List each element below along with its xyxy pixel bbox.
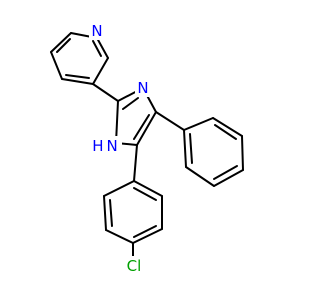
bond [92, 57, 109, 85]
bond [155, 111, 185, 131]
bond [133, 180, 163, 197]
bond [133, 225, 157, 238]
bond [103, 180, 135, 197]
chlorophenyl-ring [103, 180, 163, 244]
bond [213, 169, 244, 187]
bond [65, 74, 90, 79]
bond [50, 51, 63, 80]
bond [183, 129, 187, 168]
atom-label: H N [92, 137, 118, 155]
bond [212, 117, 243, 137]
atom-n-pyridine: N [89, 21, 105, 40]
bond [133, 114, 150, 140]
atom-label: N [91, 22, 102, 40]
bond [132, 228, 163, 244]
bond [136, 111, 157, 146]
atom-cl: Cl [122, 256, 146, 275]
bond [185, 166, 215, 187]
bond [103, 195, 107, 231]
structure-canvas: N N H N Cl [50, 21, 244, 275]
bond [96, 37, 109, 59]
bond [122, 97, 139, 110]
bond [92, 40, 102, 57]
bond [92, 83, 119, 102]
atom-label: Cl [127, 257, 142, 275]
bond [105, 229, 134, 244]
bond [61, 78, 94, 85]
bond [50, 32, 72, 53]
pyridine-ring [50, 32, 109, 85]
bond [183, 117, 214, 131]
bond [109, 199, 113, 227]
atom-label: N [137, 79, 148, 97]
bond [241, 135, 244, 171]
atom-nh-imidazole: H N [88, 136, 122, 155]
bond [214, 124, 237, 140]
bond [133, 187, 157, 201]
bond [213, 165, 238, 180]
bond [189, 133, 193, 164]
bond [133, 144, 138, 182]
atom-n-imidazole: N [135, 78, 151, 97]
bond [56, 38, 71, 53]
phenyl-ring [183, 117, 244, 187]
